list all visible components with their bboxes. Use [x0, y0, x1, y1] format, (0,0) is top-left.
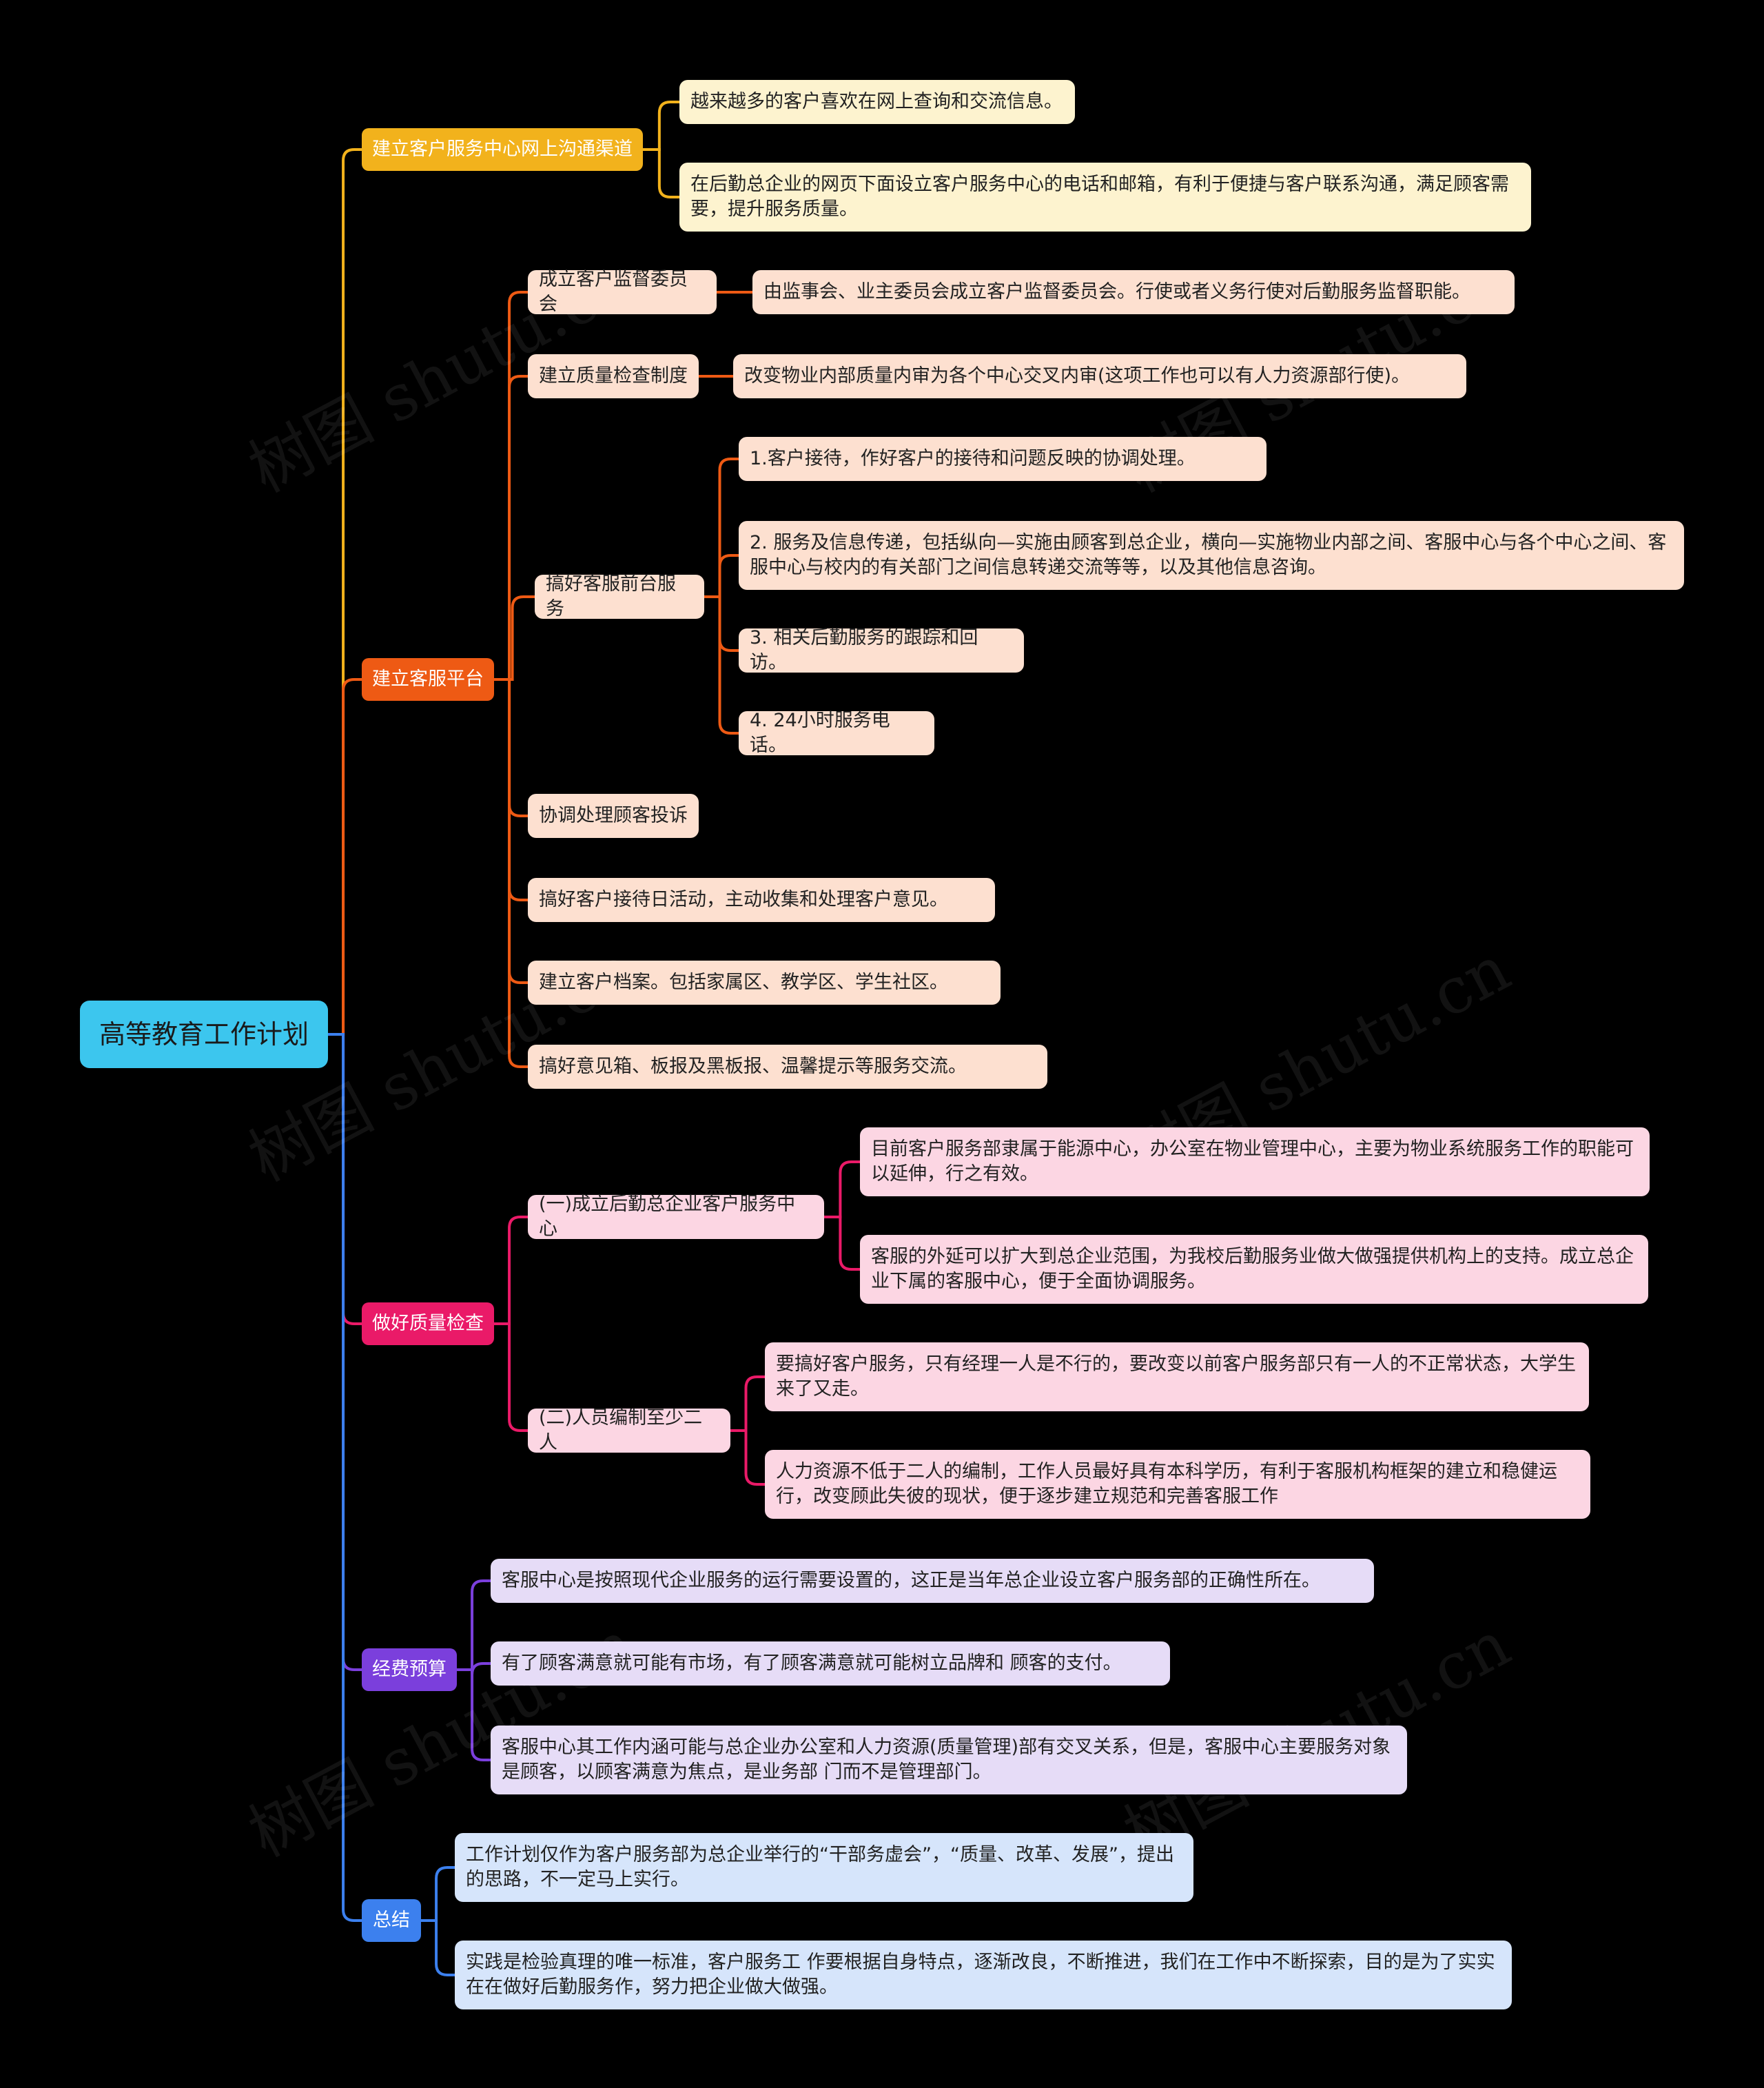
leaf-topic[interactable]: 1.客户接待，作好客户的接待和问题反映的协调处理。 [739, 437, 1266, 481]
connector-line [328, 1033, 362, 1325]
connector-line [494, 375, 528, 681]
leaf-topic[interactable]: 2. 服务及信息传递，包括纵向—实施由顾客到总企业，横向—实施物业内部之间、客服… [739, 521, 1684, 590]
subtopic[interactable]: 成立客户监督委员会 [528, 269, 717, 315]
branch-budget[interactable]: 经费预算 [362, 1648, 457, 1691]
leaf-topic[interactable]: 4. 24小时服务电话。 [739, 710, 934, 756]
connector-line [643, 148, 679, 198]
leaf-topic[interactable]: 客服的外延可以扩大到总企业范围，为我校后勤服务业做大做强提供机构上的支持。成立总… [860, 1235, 1648, 1304]
connector-line [494, 678, 528, 984]
leaf-topic[interactable]: 人力资源不低于二人的编制，工作人员最好具有本科学历，有利于客服机构框架的建立和稳… [765, 1450, 1590, 1519]
root-topic[interactable]: 高等教育工作计划 [80, 1001, 328, 1068]
connector-line [457, 1668, 491, 1761]
leaf-topic[interactable]: 3. 相关后勤服务的跟踪和回访。 [739, 627, 1024, 673]
connector-line [494, 678, 528, 901]
branch-online-channel[interactable]: 建立客户服务中心网上沟通渠道 [362, 128, 643, 171]
connector-line [328, 148, 362, 1036]
connector-line [704, 458, 739, 598]
branch-quality-check[interactable]: 做好质量检查 [362, 1302, 494, 1345]
connector-line [494, 678, 528, 817]
connector-line [494, 1322, 528, 1432]
subtopic[interactable]: 搞好客户接待日活动，主动收集和处理客户意见。 [528, 878, 995, 922]
connector-line [421, 1919, 455, 1976]
leaf-topic[interactable]: 目前客户服务部隶属于能源中心，办公室在物业管理中心，主要为物业系统服务工作的职能… [860, 1127, 1650, 1196]
connector-line [328, 1033, 362, 1671]
connector-line [824, 1216, 860, 1271]
connector-line [457, 1579, 491, 1671]
connector-line [494, 1216, 528, 1325]
connector-line [328, 1033, 362, 1922]
subtopic[interactable]: (一)成立后勤总企业客户服务中心 [528, 1194, 824, 1240]
connector-line [730, 1375, 765, 1432]
leaf-topic[interactable]: 要搞好客户服务，只有经理一人是不行的，要改变以前客户服务部只有一人的不正常状态，… [765, 1342, 1589, 1411]
connector-line [824, 1160, 860, 1218]
connector-line [494, 678, 528, 1068]
leaf-topic[interactable]: 有了顾客满意就可能有市场，有了顾客满意就可能树立品牌和 顾客的支付。 [491, 1641, 1170, 1686]
connector-line [494, 595, 535, 681]
connector-line [704, 554, 739, 598]
leaf-topic[interactable]: 客服中心是按照现代企业服务的运行需要设置的，这正是当年总企业设立客户服务部的正确… [491, 1559, 1374, 1603]
leaf-topic[interactable]: 改变物业内部质量内审为各个中心交叉内审(这项工作也可以有人力资源部行使)。 [733, 354, 1466, 398]
leaf-topic[interactable]: 工作计划仅作为客户服务部为总企业举行的“干部务虚会”，“质量、改革、发展”，提出… [455, 1833, 1193, 1902]
leaf-topic[interactable]: 由监事会、业主委员会成立客户监督委员会。行使或者义务行使对后勤服务监督职能。 [752, 270, 1515, 314]
leaf-topic[interactable]: 客服中心其工作内涵可能与总企业办公室和人力资源(质量管理)部有交叉关系，但是，客… [491, 1726, 1407, 1794]
connector-line [494, 291, 528, 681]
branch-service-platform[interactable]: 建立客服平台 [362, 658, 494, 701]
connector-line [421, 1866, 455, 1922]
leaf-topic[interactable]: 在后勤总企业的网页下面设立客户服务中心的电话和邮箱，有利于便捷与客户联系沟通，满… [679, 163, 1531, 232]
subtopic[interactable]: 建立客户档案。包括家属区、教学区、学生社区。 [528, 961, 1001, 1005]
subtopic[interactable]: 搞好意见箱、板报及黑板报、温馨提示等服务交流。 [528, 1045, 1047, 1089]
leaf-topic[interactable]: 实践是检验真理的唯一标准，客户服务工 作要根据自身特点，逐渐改良，不断推进，我们… [455, 1941, 1512, 2009]
connector-line [328, 678, 362, 1036]
connector-line [704, 595, 739, 652]
leaf-topic[interactable]: 越来越多的客户喜欢在网上查询和交流信息。 [679, 80, 1075, 124]
connector-line [704, 595, 739, 735]
subtopic[interactable]: 建立质量检查制度 [528, 354, 699, 398]
subtopic[interactable]: (二)人员编制至少二人 [528, 1407, 730, 1453]
subtopic[interactable]: 搞好客服前台服务 [535, 573, 704, 620]
connector-line [730, 1429, 765, 1486]
branch-summary[interactable]: 总结 [362, 1899, 421, 1942]
connector-line [643, 101, 679, 151]
subtopic[interactable]: 协调处理顾客投诉 [528, 794, 699, 838]
